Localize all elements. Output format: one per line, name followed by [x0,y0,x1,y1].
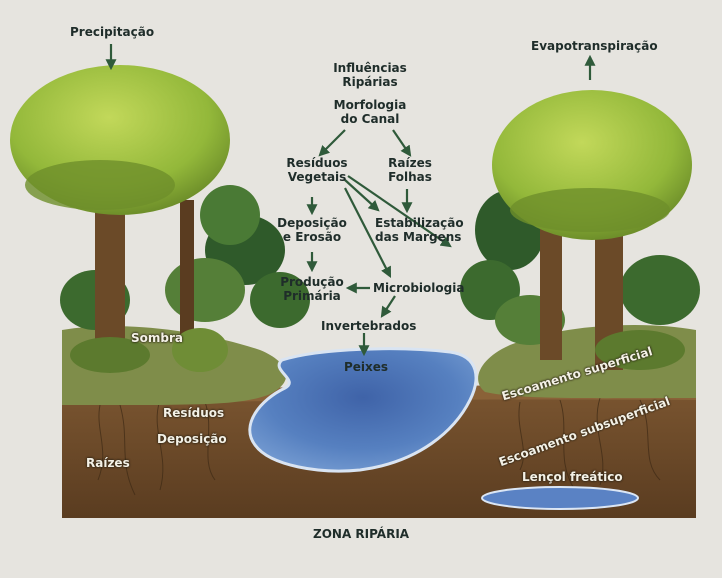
channel-morphology-label: Morfologia do Canal [333,98,407,126]
bank-stabilization-label: Estabilização das Margens [375,216,464,244]
river-water [248,347,478,473]
arrow-morphology-residues [318,129,346,157]
right-forest [460,90,700,370]
shade-label: Sombra [131,331,183,345]
water-table-label: Lençol freático [522,470,623,484]
flow-arrows [105,44,596,357]
diagram-title: ZONA RIPÁRIA [313,527,410,541]
arrow-morphology-roots [392,129,412,157]
arrow-microbiology-invertebrates [380,295,396,318]
microbiology-label: Microbiologia [373,281,465,295]
deposition-label: Deposição [157,432,227,446]
plant-residues-label: Resíduos Vegetais [286,156,348,184]
riparian-influences-heading: Influências Ripárias [333,61,407,89]
left-forest [10,65,310,373]
arrow-residues-margin [347,175,452,248]
arrow-residues-stabilization [344,179,380,212]
residues-label: Resíduos [163,406,225,420]
deposition-erosion-label: Deposição e Erosão [277,216,347,244]
invertebrates-label: Invertebrados [321,319,417,333]
root-threads [97,397,661,496]
primary-production-label: Produção Primária [280,275,344,303]
arrow-residues-microbiology [344,187,392,278]
roots-label: Raízes [86,456,130,470]
evapotranspiration-label: Evapotranspiração [531,39,658,53]
fish-label: Peixes [344,360,389,374]
water-table-pool [481,486,639,510]
roots-leaves-label: Raízes Folhas [388,156,432,184]
precipitation-label: Precipitação [70,25,155,39]
